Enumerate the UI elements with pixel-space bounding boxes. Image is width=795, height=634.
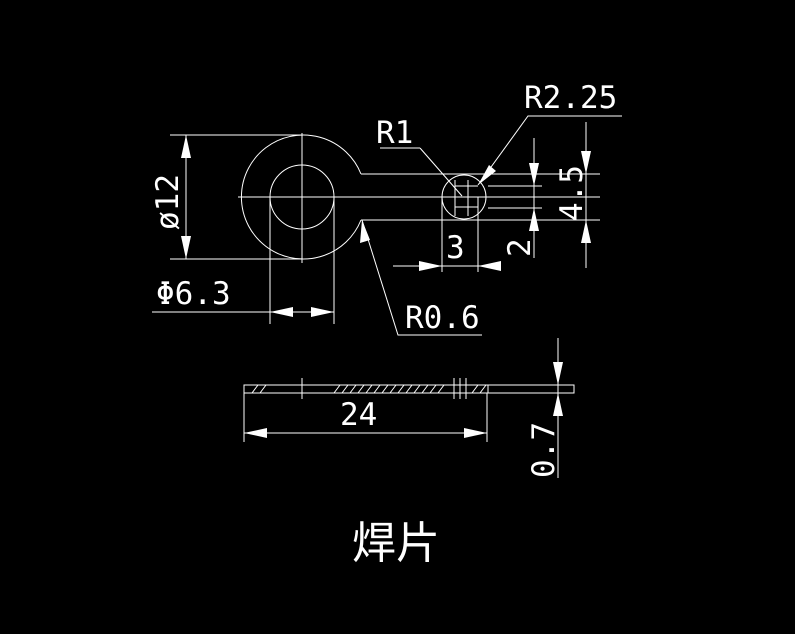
dim-hole-diameter: Φ6.3 xyxy=(152,197,335,324)
small-radius-label: R1 xyxy=(376,115,413,151)
thickness-label: 0.7 xyxy=(526,422,562,478)
dim-slot-width: 3 xyxy=(393,197,501,272)
top-view xyxy=(238,133,600,263)
end-height-label: 4.5 xyxy=(554,165,590,221)
total-length-label: 24 xyxy=(340,397,377,433)
dim-slot-offset: 2 xyxy=(488,138,542,258)
section-hatching xyxy=(251,384,487,394)
plate-section xyxy=(243,384,575,394)
dim-thickness: 0.7 xyxy=(494,338,574,478)
side-view xyxy=(243,378,575,399)
slot-offset-label: 2 xyxy=(502,238,538,257)
drawing-title: 焊片 xyxy=(352,518,440,569)
dim-end-radius: R2.25 xyxy=(477,80,622,186)
r1-leader-diag xyxy=(419,147,463,197)
dim-end-height: 4.5 xyxy=(484,122,600,268)
end-radius-label: R2.25 xyxy=(524,80,617,116)
dim-total-length: 24 xyxy=(243,393,488,442)
fillet-radius-label: R0.6 xyxy=(405,300,480,336)
dim-fillet-radius: R0.6 xyxy=(360,219,482,336)
slot-width-label: 3 xyxy=(446,230,465,266)
hole-diameter-label: Φ6.3 xyxy=(156,276,231,312)
outer-diameter-label: ø12 xyxy=(150,174,186,230)
dim-outer-diameter: ø12 xyxy=(150,134,302,260)
